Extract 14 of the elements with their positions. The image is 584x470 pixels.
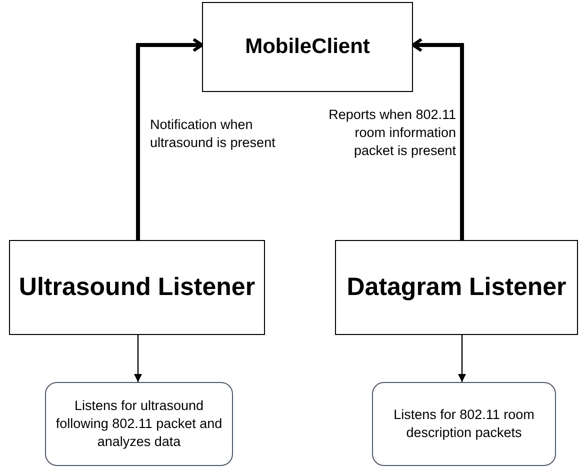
component-box	[9, 240, 265, 335]
arrow	[411, 38, 464, 240]
node-text: Datagram Listener	[346, 272, 566, 303]
description-box	[45, 382, 233, 466]
component-box	[202, 2, 413, 92]
arrow	[134, 335, 142, 382]
node-text: MobileClient	[245, 34, 370, 60]
component-box	[335, 240, 578, 335]
arrow	[136, 38, 204, 240]
node-text: Ultrasound Listener	[18, 272, 256, 303]
node-text: Listens for 802.11 room description packets	[392, 406, 536, 442]
arrow	[458, 335, 466, 382]
node-text: Listens for ultrasound following 802.11 packet and analyzes data	[54, 397, 224, 451]
description-box	[372, 382, 556, 466]
